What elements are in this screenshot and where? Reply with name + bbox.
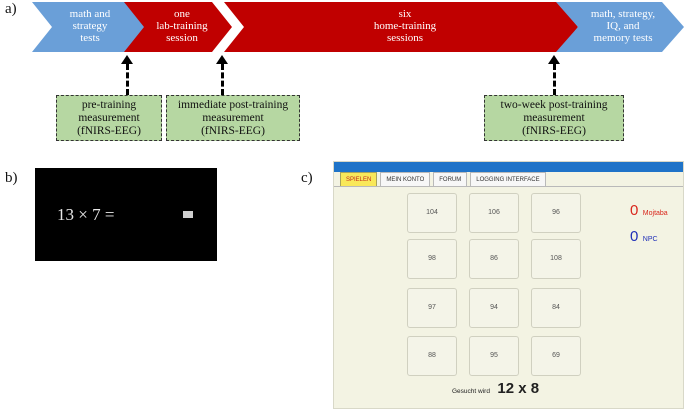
stage-text-home-training: six home-training sessions bbox=[373, 8, 437, 44]
training-timeline bbox=[32, 2, 684, 52]
number-cell[interactable]: 96 bbox=[531, 193, 581, 233]
tab-forum[interactable]: FORUM bbox=[433, 172, 468, 187]
stage-arrow-lab-training bbox=[124, 2, 232, 52]
game-header-bar bbox=[334, 162, 683, 172]
measurement-line: pre-training bbox=[81, 99, 137, 111]
equation-text: 13 × 7 = bbox=[57, 205, 115, 224]
number-cell[interactable]: 88 bbox=[407, 336, 457, 376]
tab-mein-konto[interactable]: MEIN KONTO bbox=[380, 172, 431, 187]
target-problem: Gesucht wird 12 x 8 bbox=[452, 380, 539, 398]
connector-arrowhead-immediate bbox=[216, 55, 228, 64]
number-cell[interactable]: 69 bbox=[531, 336, 581, 376]
stage-arrow-pretest bbox=[32, 2, 145, 52]
measurement-line: two-week post-training bbox=[500, 99, 608, 111]
number-cell[interactable]: 106 bbox=[469, 193, 519, 233]
measurement-line: (fNIRS-EEG) bbox=[201, 125, 265, 137]
tab-spielen[interactable]: SPIELEN bbox=[340, 172, 378, 187]
tab-logging-interface[interactable]: LOGGING INTERFACE bbox=[470, 172, 546, 187]
number-cell[interactable]: 95 bbox=[469, 336, 519, 376]
target-expression: 12 x 8 bbox=[497, 380, 540, 397]
number-cell[interactable]: 86 bbox=[469, 239, 519, 279]
stage-text-pretest: math and strategy tests bbox=[69, 8, 111, 44]
measurement-line: immediate post-training bbox=[177, 99, 289, 111]
score-name: NPC bbox=[642, 236, 658, 243]
measurement-line: (fNIRS-EEG) bbox=[522, 125, 586, 137]
measurement-box-immediate: immediate post-training measurement (fNI… bbox=[166, 95, 300, 141]
score-player: 0 Mojtaba bbox=[630, 202, 668, 220]
measurement-box-pre: pre-training measurement (fNIRS-EEG) bbox=[56, 95, 162, 141]
connector-arrowhead-two-week bbox=[548, 55, 560, 64]
connector-arrowhead-pre bbox=[121, 55, 133, 64]
target-label: Gesucht wird bbox=[452, 388, 490, 395]
connector-pre bbox=[126, 64, 129, 95]
measurement-line: (fNIRS-EEG) bbox=[77, 125, 141, 137]
connector-two-week bbox=[553, 64, 556, 95]
stage-arrow-posttest bbox=[556, 2, 684, 52]
measurement-box-two-week: two-week post-training measurement (fNIR… bbox=[484, 95, 624, 141]
stage-text-lab-training: one lab-training session bbox=[156, 8, 208, 44]
number-cell[interactable]: 84 bbox=[531, 288, 581, 328]
panel-label-c: c) bbox=[301, 170, 313, 186]
connector-immediate bbox=[221, 64, 224, 95]
number-cell[interactable]: 94 bbox=[469, 288, 519, 328]
panel-label-b: b) bbox=[5, 170, 18, 186]
number-cell[interactable]: 97 bbox=[407, 288, 457, 328]
stage-arrow-home-training bbox=[224, 2, 578, 52]
score-value: 0 bbox=[630, 202, 639, 219]
game-screen: SPIELEN MEIN KONTO FORUM LOGGING INTERFA… bbox=[334, 162, 683, 408]
score-value: 0 bbox=[630, 228, 639, 245]
tab-divider bbox=[334, 186, 683, 187]
game-tabs: SPIELEN MEIN KONTO FORUM LOGGING INTERFA… bbox=[340, 172, 546, 188]
task-screen: 13 × 7 = bbox=[35, 168, 217, 261]
panel-label-a: a) bbox=[5, 1, 17, 17]
stage-text-posttest: math, strategy, IQ, and memory tests bbox=[590, 8, 656, 44]
score-name: Mojtaba bbox=[642, 210, 668, 217]
number-cell[interactable]: 98 bbox=[407, 239, 457, 279]
measurement-line: measurement bbox=[202, 112, 264, 124]
measurement-line: measurement bbox=[523, 112, 585, 124]
measurement-line: measurement bbox=[78, 112, 140, 124]
answer-cursor bbox=[183, 211, 193, 218]
number-cell[interactable]: 108 bbox=[531, 239, 581, 279]
score-npc: 0 NPC bbox=[630, 228, 658, 246]
number-cell[interactable]: 104 bbox=[407, 193, 457, 233]
